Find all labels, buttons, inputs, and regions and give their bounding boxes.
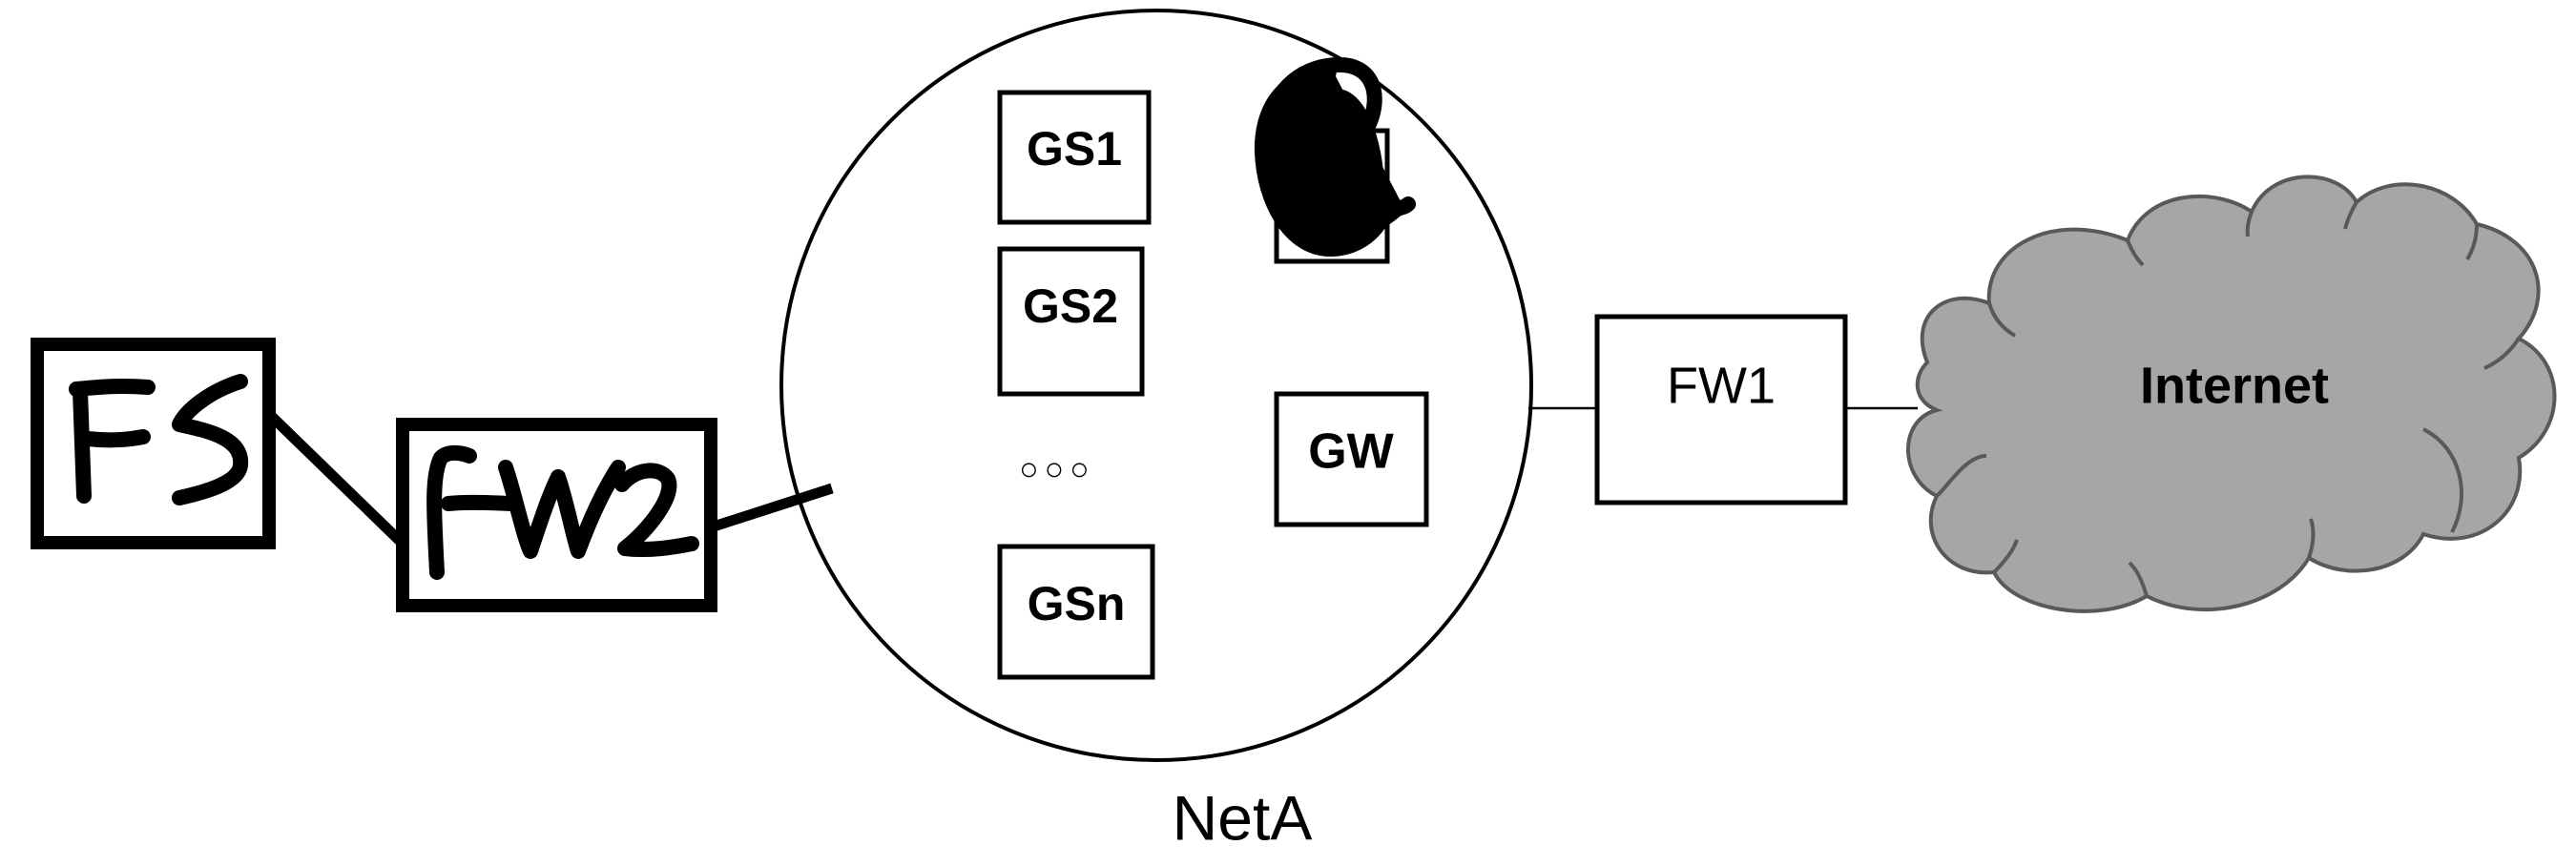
- fs-handwriting: [69, 374, 249, 505]
- neta-network-circle: [779, 9, 1533, 762]
- node-fw1: FW1: [1594, 314, 1848, 505]
- node-gsn: GSn: [997, 544, 1155, 680]
- node-fs: [31, 338, 276, 549]
- node-fw2: [396, 418, 717, 612]
- node-gw: GW: [1274, 391, 1429, 527]
- internet-cloud: Internet: [1906, 175, 2557, 613]
- fw1-label: FW1: [1667, 357, 1776, 414]
- gs1-label: GS1: [1027, 122, 1122, 175]
- gw-label: GW: [1308, 424, 1394, 480]
- node-gs2: GS2: [997, 246, 1145, 397]
- scribble-mark: [1254, 68, 1407, 258]
- gs-ellipsis: ○○○: [1019, 451, 1095, 487]
- gsn-label: GSn: [1028, 577, 1126, 630]
- fw2-handwriting: [426, 444, 699, 580]
- node-gs1: GS1: [997, 90, 1152, 225]
- scribbled-node: [1254, 56, 1416, 264]
- neta-label: NetA: [1173, 782, 1313, 853]
- link-fw2-neta: [709, 483, 834, 533]
- internet-label: Internet: [2140, 357, 2329, 414]
- link-fs-fw2: [265, 410, 406, 547]
- gs2-label: GS2: [1023, 279, 1118, 333]
- cloud-shape: [1906, 175, 2557, 613]
